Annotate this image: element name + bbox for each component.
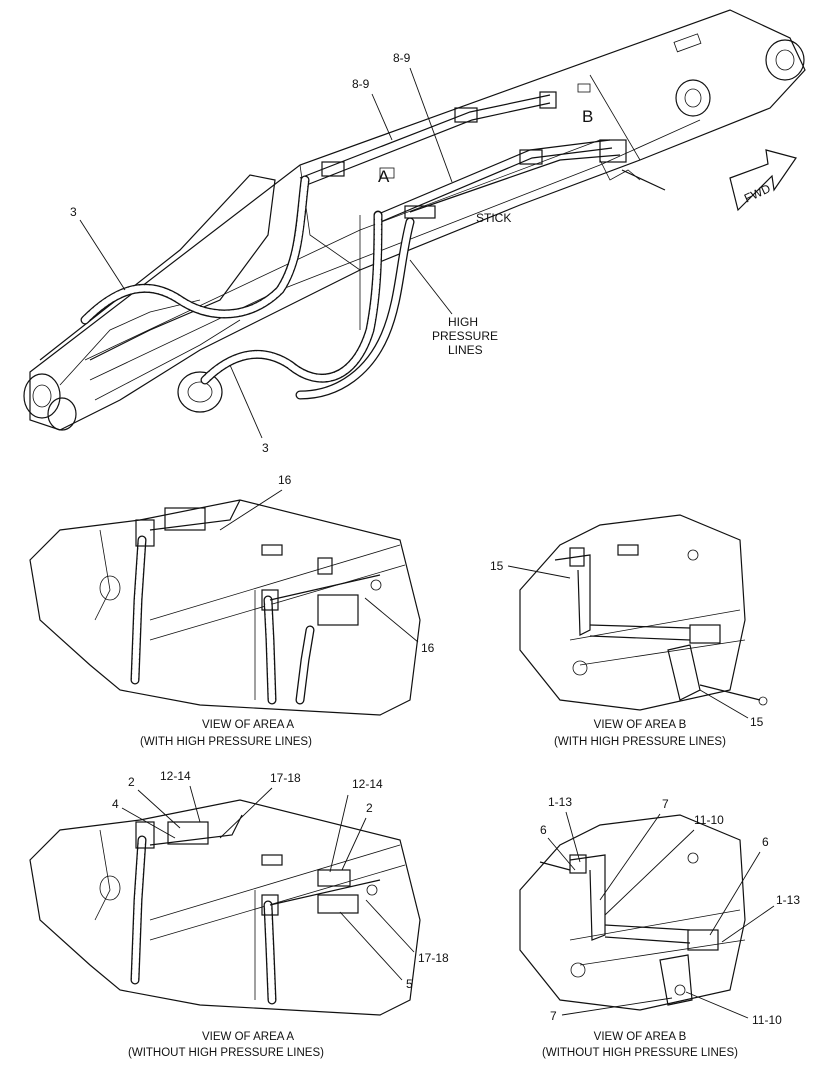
leader-3-bottom [229,364,263,439]
leader-16-bottom [364,597,419,643]
callout-15-top: 15 [490,559,504,573]
tube-clamps [321,91,666,219]
leader-2-left [137,789,181,829]
callout-1-13-left: 1-13 [548,795,572,809]
tube-lines [299,94,621,224]
view-a-with-caption-1: VIEW OF AREA A [202,719,294,731]
nose-pivot [23,373,77,431]
view-a-with-caption-2: (WITH HIGH PRESSURE LINES) [140,736,312,748]
leader-11-10-top [604,829,695,916]
callout-2-left: 2 [128,775,135,789]
hp-label-line2: PRESSURE [432,329,498,343]
hp-label-line3: LINES [448,343,483,357]
view-a-without-caption-1: VIEW OF AREA A [202,1031,294,1043]
callout-17-18-bottom: 17-18 [418,951,449,965]
hose-3 [80,175,383,385]
leader-7-top [599,813,661,901]
view-a-without-hp [29,799,421,1016]
leader-8-9-right [409,67,453,183]
boom-pivot [177,371,223,413]
callout-8-9-left: 8-9 [352,77,370,91]
leader-12-14-left [189,785,201,823]
view-b-with-caption-1: VIEW OF AREA B [594,719,687,731]
view-b-with-caption-2: (WITH HIGH PRESSURE LINES) [554,736,726,748]
stick-label: STICK [476,211,511,225]
leader-17-18-bottom [365,899,415,953]
stick-end-pins [675,39,805,117]
callout-16-top: 16 [278,473,292,487]
callout-17-18-top: 17-18 [270,771,301,785]
view-b-without-caption-1: VIEW OF AREA B [594,1031,687,1043]
view-b-with-hp [519,514,768,711]
fwd-label: FWD [742,181,773,205]
view-b-without-hp [519,814,746,1011]
callout-6-right: 6 [762,835,769,849]
leader-16-top [219,489,283,531]
leader-5 [339,911,403,981]
area-b-label: B [582,107,593,126]
leader-1-13-left [565,811,581,863]
hp-label-line1: HIGH [448,315,478,329]
callout-7-bottom: 7 [550,1009,557,1023]
leader-11-10-bottom [685,991,749,1019]
leader-4 [121,807,176,839]
callout-11-10-bottom: 11-10 [752,1013,782,1027]
callout-5: 5 [406,977,413,991]
area-a-label: A [378,167,390,186]
leader-2-right [341,817,367,871]
callout-1-13-right: 1-13 [776,893,800,907]
fwd-arrow-icon: FWD [729,149,797,212]
callout-15-bottom: 15 [750,715,764,729]
callout-3-top: 3 [70,205,77,219]
callout-12-14-left: 12-14 [160,769,191,783]
leader-15-top [507,565,571,579]
callout-12-14-right: 12-14 [352,777,383,791]
leader-3-top [79,219,126,291]
leader-15-bottom [699,689,749,719]
leader-6-right [709,851,761,936]
stick-assembly [23,9,806,431]
callout-3-bottom: 3 [262,441,269,455]
leader-17-18-top [219,787,273,839]
callout-2-right: 2 [366,801,373,815]
callout-6-left: 6 [540,823,547,837]
callout-4: 4 [112,797,119,811]
view-a-without-caption-2: (WITHOUT HIGH PRESSURE LINES) [128,1047,324,1059]
leader-6-left [547,837,576,871]
leader-1-13-right [721,905,775,943]
hp-leader [409,259,453,315]
callout-16-bottom: 16 [421,641,435,655]
callout-8-9-right: 8-9 [393,51,411,65]
high-pressure-lines [295,217,415,400]
view-a-with-hp [29,499,421,716]
view-b-without-caption-2: (WITHOUT HIGH PRESSURE LINES) [542,1047,738,1059]
leader-7-bottom [561,997,673,1016]
callout-7-top: 7 [662,797,669,811]
leader-12-14-right [329,794,349,873]
callout-11-10-top: 11-10 [694,813,724,827]
leader-8-9-left [371,93,393,141]
